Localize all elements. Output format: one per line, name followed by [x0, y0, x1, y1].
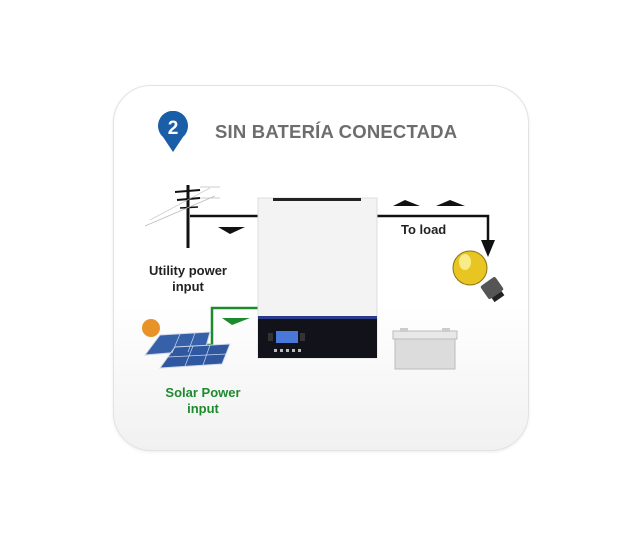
solar-label-line1: Solar Power [165, 385, 241, 400]
solar-panel-icon [143, 331, 231, 369]
solar-line [207, 306, 258, 347]
load-line [377, 214, 490, 245]
load-arrow-head [481, 240, 495, 257]
light-bulb-icon [452, 250, 505, 303]
load-flow-arrow-1 [393, 200, 420, 206]
solar-power-label: Solar Power input [158, 385, 248, 417]
solar-flow-arrow [222, 318, 250, 325]
utility-label-line2: input [172, 279, 204, 294]
sun-icon [142, 319, 160, 337]
utility-flow-arrow [218, 227, 245, 234]
diagram-title: SIN BATERÍA CONECTADA [215, 121, 458, 142]
battery-icon [392, 328, 458, 370]
utility-pole-icon [144, 185, 220, 248]
utility-label-line1: Utility power [148, 263, 227, 278]
utility-power-label: Utility power input [138, 263, 238, 295]
to-load-label: To load [401, 222, 447, 237]
solar-label-line2: input [187, 401, 219, 416]
inverter-icon [257, 197, 378, 359]
load-flow-arrow-2 [436, 200, 465, 206]
step-number: 2 [168, 118, 179, 139]
step-badge-icon: 2 [158, 111, 188, 152]
